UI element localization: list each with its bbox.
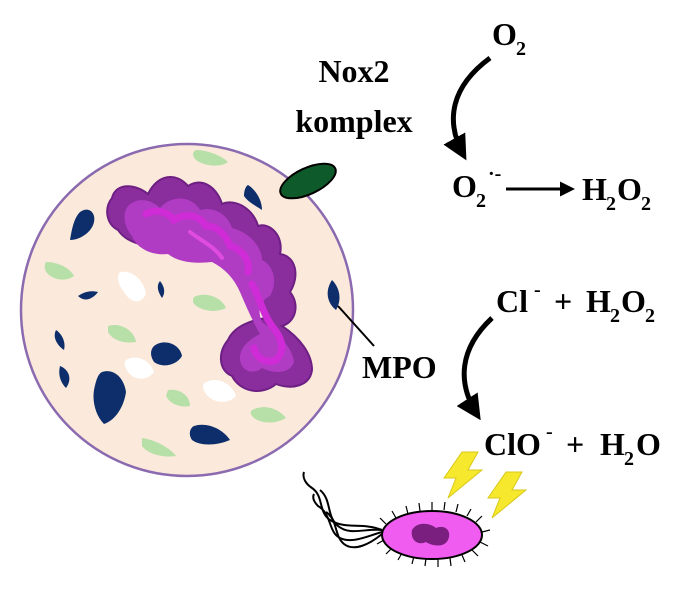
chloride-to-hypochlorite-arrow: [456, 316, 494, 421]
nox2-label-line2: komplex: [295, 103, 412, 139]
chloride-superscript: -: [534, 279, 541, 301]
cell-nucleus: [106, 176, 314, 392]
lightning-bolt-1: [443, 451, 484, 499]
plus-sign-1: +: [554, 283, 572, 319]
white-granules: [117, 271, 236, 402]
peroxide2-o: O: [621, 283, 646, 319]
bacterium: [302, 471, 491, 567]
reaction-oxygen: O 2: [492, 16, 526, 60]
nox2-complex: [279, 162, 337, 200]
mpo-pointer-line: [337, 305, 375, 347]
reaction-peroxide-1: H 2 O 2: [582, 171, 651, 215]
water-o: O: [636, 426, 661, 462]
water-h: H: [600, 426, 625, 462]
peroxide2-h: H: [586, 283, 611, 319]
bacterium-nucleoid: [411, 523, 450, 546]
lightning-bolts: [443, 451, 528, 519]
oxygen-symbol: O: [492, 16, 517, 52]
neutrophil-cell: [19, 142, 355, 478]
reaction-hypochlorite-water: ClO - + H 2 O: [484, 421, 661, 470]
peroxide1-o-subscript: 2: [641, 193, 651, 215]
chloride-symbol: Cl: [496, 283, 528, 319]
peroxide1-o: O: [617, 171, 642, 207]
reaction-chloride-peroxide: Cl - + H 2 O 2: [496, 279, 655, 327]
plus-sign-2: +: [566, 426, 584, 462]
peroxide2-o-subscript: 2: [645, 305, 655, 327]
reaction-superoxide: O 2 ·-: [452, 163, 501, 212]
hypochlorite-symbol: ClO: [484, 426, 541, 462]
peroxide1-h-subscript: 2: [606, 193, 616, 215]
superoxide-superscript: ·-: [488, 163, 501, 185]
peroxide1-h: H: [582, 171, 607, 207]
mpo-label: MPO: [362, 349, 437, 385]
nox2-label-line1: Nox2: [318, 53, 389, 89]
oxygen-to-superoxide-arrow: [443, 55, 492, 161]
peroxide2-h-subscript: 2: [610, 305, 620, 327]
bacterium-flagella: [302, 471, 383, 549]
lightning-bolt-2: [487, 471, 528, 519]
oxygen-subscript: 2: [516, 38, 526, 60]
superoxide-subscript: 2: [476, 190, 486, 212]
light-granules: [44, 150, 286, 457]
superoxide-symbol: O: [452, 168, 477, 204]
hypochlorite-superscript: -: [546, 421, 553, 443]
water-h-subscript: 2: [624, 448, 634, 470]
dark-granules: [54, 185, 340, 445]
